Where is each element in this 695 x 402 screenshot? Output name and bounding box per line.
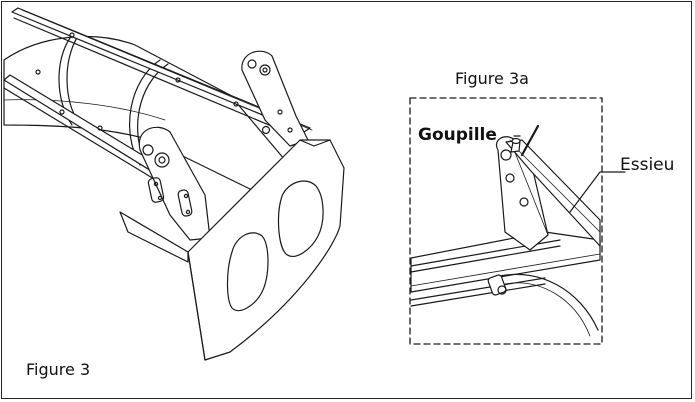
detail-axle-arm bbox=[505, 137, 601, 247]
pin-callout-label: Goupille bbox=[418, 125, 497, 145]
axle-callout-label: Essieu bbox=[620, 155, 675, 175]
detail-bracket bbox=[495, 136, 549, 251]
end-plate bbox=[119, 139, 345, 361]
figure-3a-caption: Figure 3a bbox=[455, 69, 529, 88]
detail-view-box bbox=[409, 97, 603, 345]
end-bracket-front bbox=[138, 126, 211, 241]
callout-leaders bbox=[513, 124, 626, 213]
detail-tube bbox=[487, 273, 599, 337]
figure-3-caption: Figure 3 bbox=[26, 360, 91, 379]
